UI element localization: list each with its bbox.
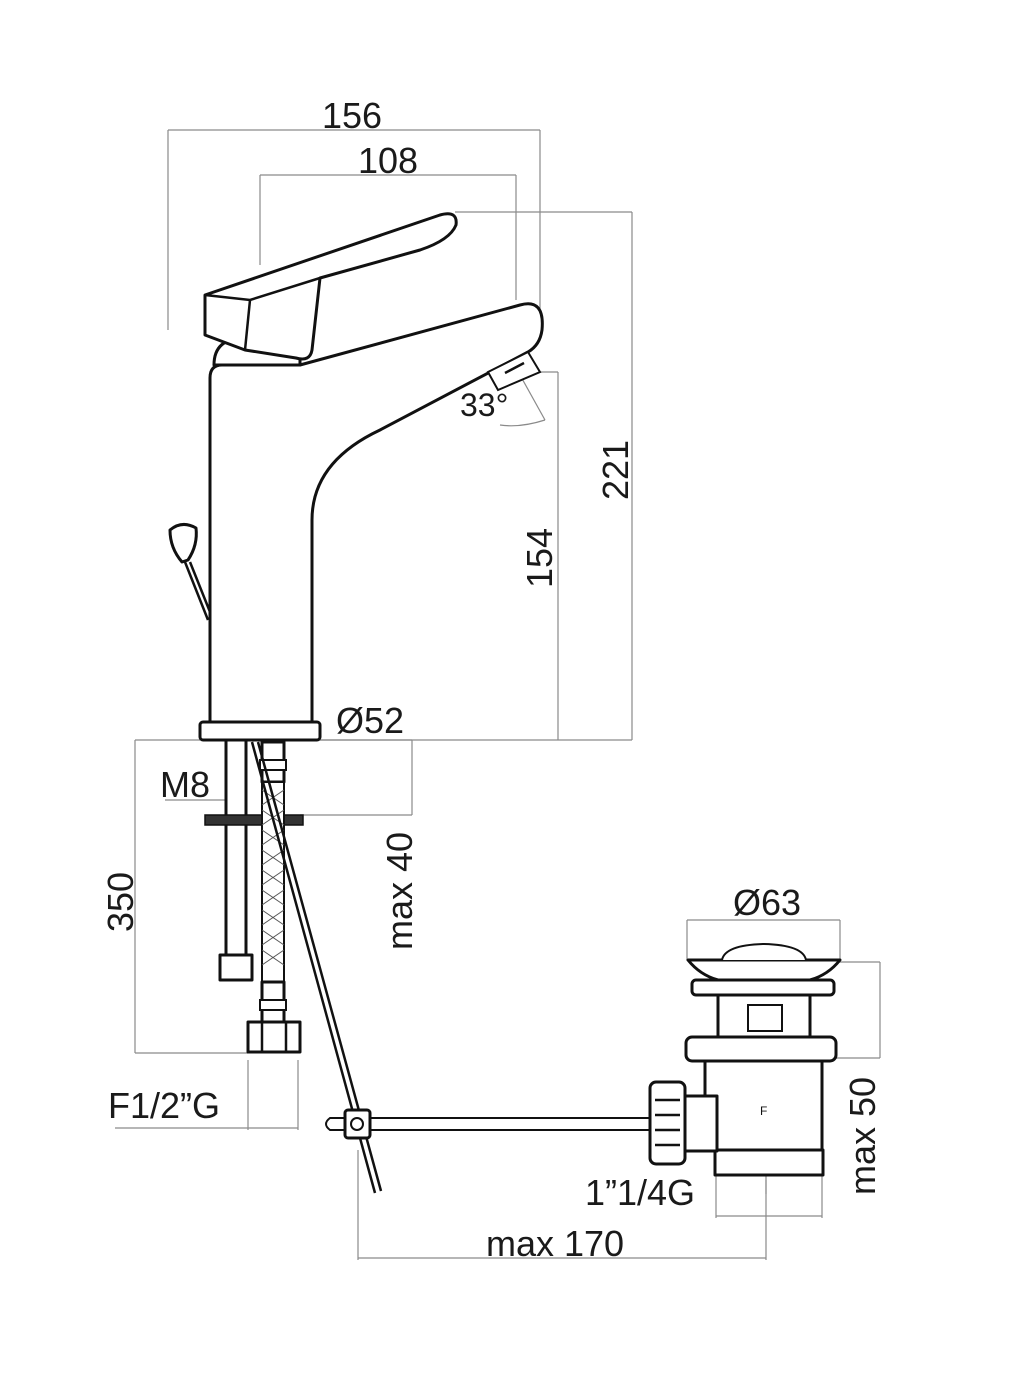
waste-assembly: [648, 942, 842, 1177]
dim-spout-height: 154: [519, 528, 560, 588]
flexible-hose: [246, 740, 302, 1054]
dim-base-diameter: Ø52: [336, 700, 404, 741]
dim-hose-connection: F1/2”G: [108, 1085, 220, 1126]
link-rod: [325, 1108, 651, 1140]
dim-waste-max-height: max 50: [842, 1077, 883, 1195]
dim-overall-depth: 156: [322, 95, 382, 136]
dim-spout-reach: 108: [358, 140, 418, 181]
popup-knob: [168, 523, 212, 621]
mounting-stud: [204, 738, 304, 982]
dim-waste-thread: 1”1/4G: [585, 1172, 695, 1213]
dim-waste-diameter: Ø63: [733, 882, 801, 923]
dimension-lines: [115, 129, 881, 1260]
dim-stud-thread: M8: [160, 764, 210, 805]
dim-rod-max-length: max 170: [486, 1223, 624, 1264]
waste-marking: F: [760, 1104, 767, 1118]
dim-max-counter-thickness: max 40: [379, 832, 420, 950]
faucet-body: [198, 212, 544, 742]
dim-hose-length: 350: [100, 872, 141, 932]
dim-total-height: 221: [595, 440, 636, 500]
dim-spout-angle: 33°: [460, 387, 508, 423]
